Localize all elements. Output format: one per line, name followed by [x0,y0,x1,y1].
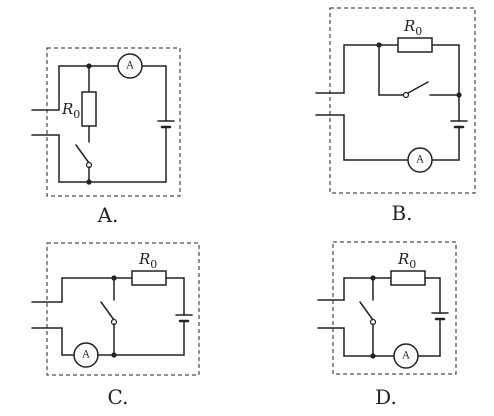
svg-text:A: A [415,155,424,166]
dashed-box [329,7,476,194]
resistor-label: R0 [397,250,416,271]
resistor-r0 [390,270,426,286]
dashed-box [46,242,200,376]
option-label-a: A. [97,203,119,227]
ammeter: A [393,343,419,369]
circuit-option-d: R0 A D. [317,241,457,409]
battery [431,312,449,321]
ammeter: A [117,53,143,79]
ammeter: A [407,147,433,173]
svg-text:A: A [81,350,90,361]
switch [402,81,429,99]
resistor-label: R0 [138,250,157,271]
dashed-box [46,47,181,197]
option-label-b: B. [391,201,412,225]
resistor-label: R0 [403,17,422,38]
option-label-d: D. [375,385,397,409]
ammeter: A [73,342,99,368]
circuit-option-c: R0 A C. [31,242,200,409]
battery [450,120,468,129]
svg-text:A: A [125,61,134,72]
resistor-label: R0 [61,100,80,121]
resistor-r0 [397,37,433,53]
resistor-r0 [131,270,167,286]
switch [359,301,377,326]
svg-text:A: A [401,351,410,362]
option-label-c: C. [108,385,129,409]
switch [75,144,93,169]
switch [100,301,118,326]
dashed-box [332,241,457,375]
circuit-option-b: R0 A B. [315,7,476,225]
battery [175,314,193,323]
resistor-r0 [81,91,97,127]
battery [157,120,175,129]
circuit-option-a: A R0 A. [31,47,181,227]
